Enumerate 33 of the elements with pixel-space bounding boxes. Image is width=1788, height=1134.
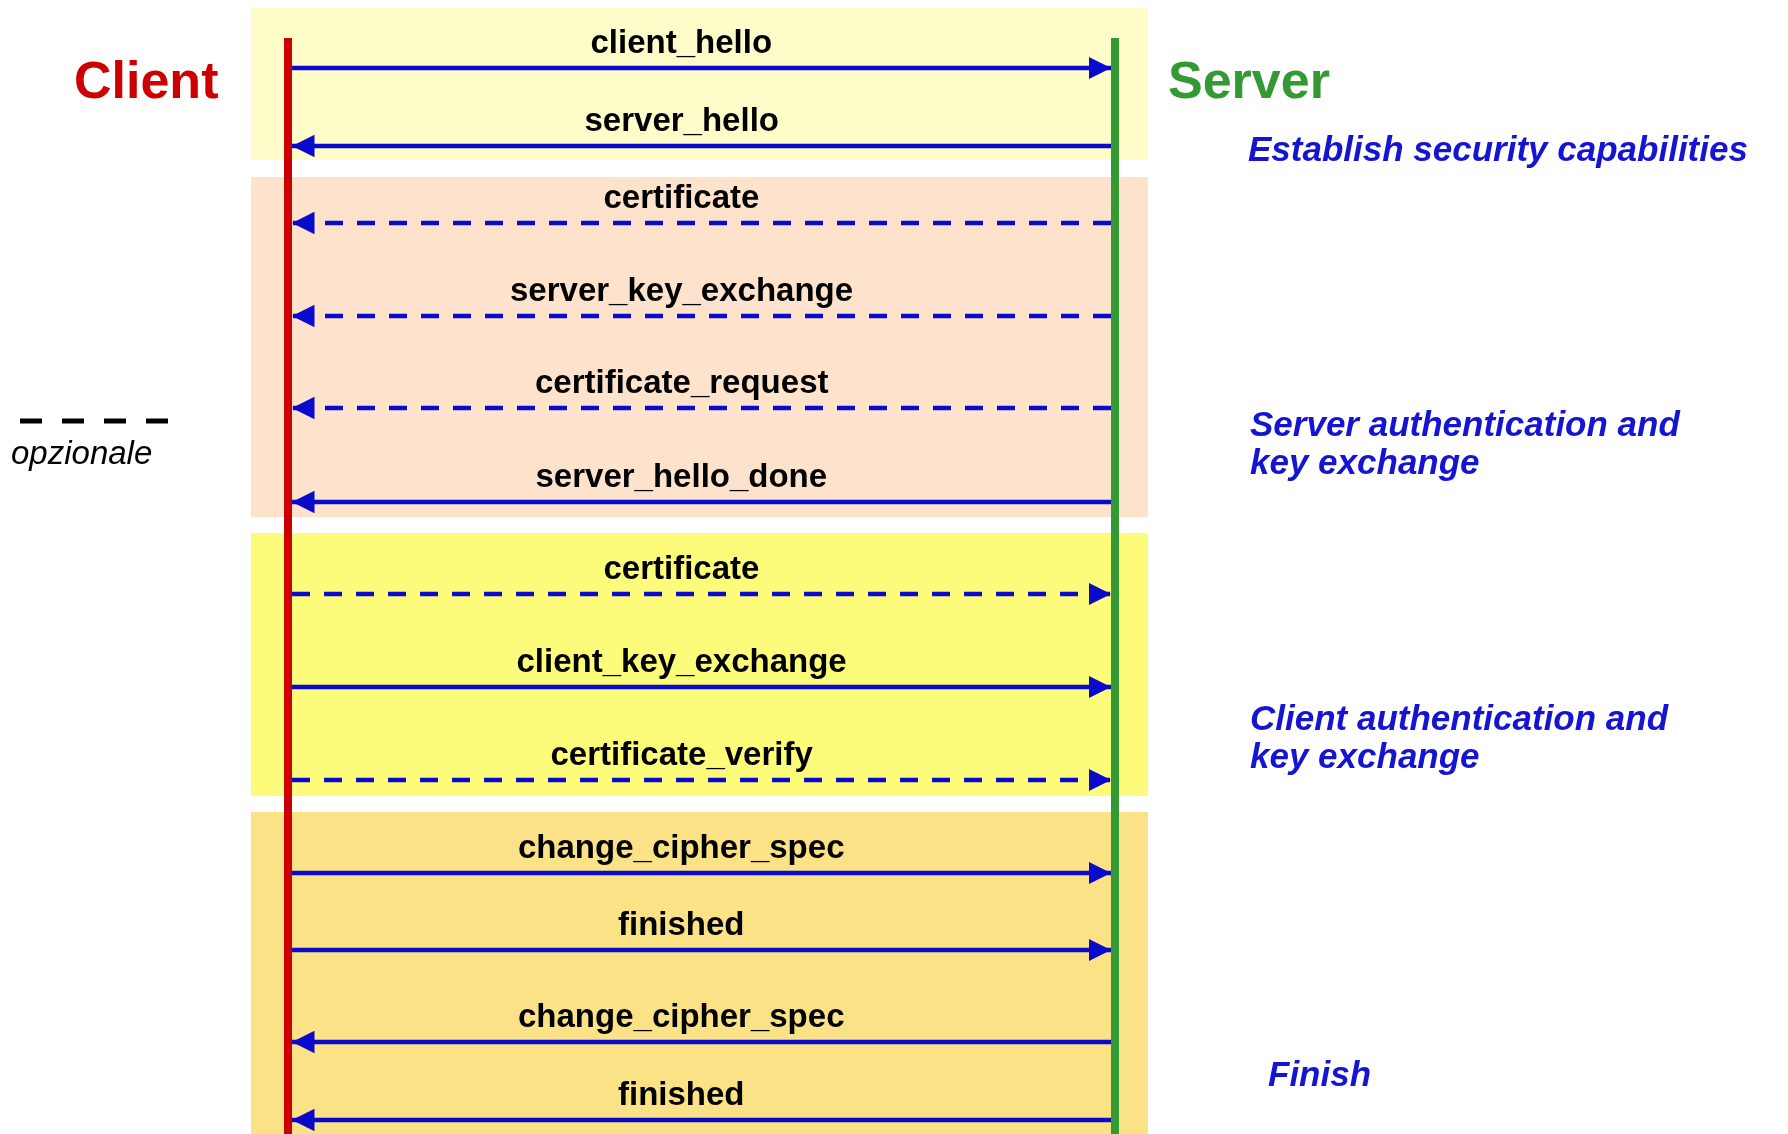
message-arrow	[292, 861, 1111, 885]
phase-label: Client authentication and key exchange	[1250, 699, 1670, 775]
message-arrow	[292, 56, 1111, 80]
participant-title: Client	[74, 52, 219, 108]
message-arrow	[292, 768, 1111, 792]
message-arrow	[292, 304, 1111, 328]
message-label: client_key_exchange	[516, 643, 847, 679]
participant-title: Server	[1168, 52, 1330, 108]
message-label: finished	[618, 906, 745, 942]
message-label: certificate_verify	[550, 736, 813, 772]
message-label: certificate	[603, 179, 760, 215]
message-arrow	[292, 211, 1111, 235]
legend-label: opzionale	[11, 434, 153, 472]
message-label: finished	[618, 1076, 745, 1112]
message-arrow	[292, 1030, 1111, 1054]
message-arrow	[292, 1108, 1111, 1132]
phase-label: Establish security capabilities	[1248, 130, 1748, 168]
message-label: change_cipher_spec	[518, 998, 845, 1034]
message-arrow	[292, 396, 1111, 420]
message-label: server_key_exchange	[510, 272, 854, 308]
phase-label: Server authentication and key exchange	[1250, 405, 1682, 481]
message-label: server_hello_done	[535, 458, 828, 494]
message-label: server_hello	[584, 102, 779, 138]
message-arrow	[292, 938, 1111, 962]
message-label: certificate	[603, 550, 760, 586]
message-arrow	[292, 582, 1111, 606]
message-label: change_cipher_spec	[518, 829, 845, 865]
message-arrow	[292, 490, 1111, 514]
message-arrow	[292, 134, 1111, 158]
message-label: certificate_request	[535, 364, 829, 400]
message-label: client_hello	[590, 24, 773, 60]
message-arrow	[292, 675, 1111, 699]
phase-label: Finish	[1268, 1055, 1372, 1093]
